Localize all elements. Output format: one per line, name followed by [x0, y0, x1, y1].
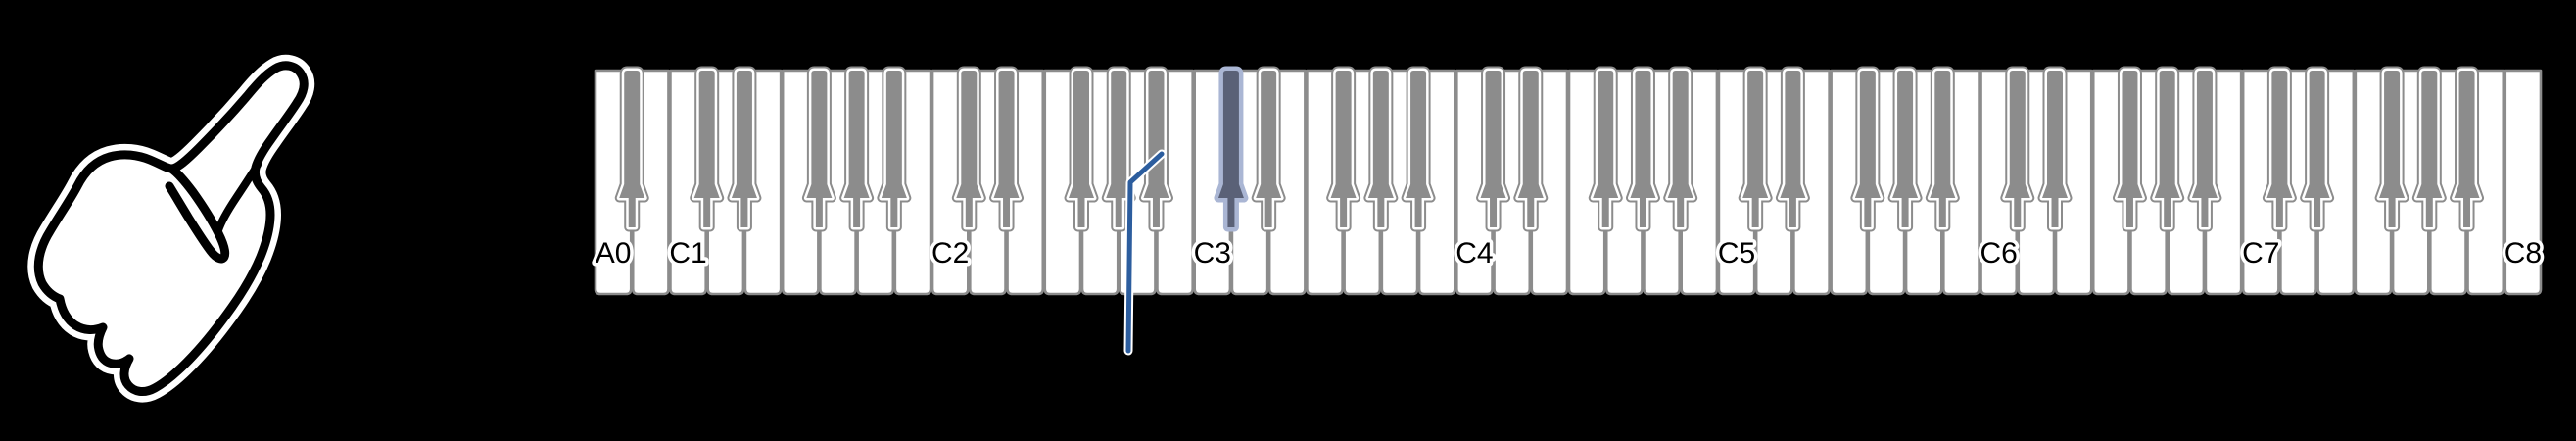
- black-key[interactable]: [1780, 71, 1806, 227]
- black-key[interactable]: [1667, 71, 1693, 227]
- black-key[interactable]: [2154, 71, 2180, 227]
- black-key[interactable]: [2416, 71, 2443, 227]
- black-keys-group: [614, 66, 2485, 232]
- black-key[interactable]: [2042, 71, 2068, 227]
- black-key[interactable]: [2379, 71, 2406, 227]
- octave-label: C8: [2504, 237, 2542, 270]
- black-key[interactable]: [1630, 71, 1656, 227]
- black-key[interactable]: [2004, 71, 2030, 227]
- octave-label: C4: [1455, 237, 1493, 270]
- black-key[interactable]: [993, 71, 1020, 227]
- black-key[interactable]: [1517, 71, 1544, 227]
- pointing-hand-cursor: [0, 0, 353, 441]
- black-key[interactable]: [1106, 71, 1132, 227]
- octave-label-halo: A0: [596, 237, 632, 270]
- black-key[interactable]: [2454, 71, 2480, 227]
- octave-label: C5: [1718, 237, 1755, 270]
- white-key[interactable]: [2504, 69, 2543, 296]
- octave-label-halo: C6: [1980, 237, 2017, 270]
- octave-label-halo: C5: [1718, 237, 1755, 270]
- black-key[interactable]: [843, 71, 870, 227]
- octave-label: C2: [931, 237, 969, 270]
- black-key-highlighted[interactable]: [1217, 71, 1244, 227]
- black-key[interactable]: [2304, 71, 2330, 227]
- black-key[interactable]: [1143, 71, 1169, 227]
- octave-label-halo: C2: [931, 237, 969, 270]
- octave-label: C6: [1980, 237, 2017, 270]
- black-key[interactable]: [1854, 71, 1881, 227]
- black-key[interactable]: [2191, 71, 2218, 227]
- black-key[interactable]: [806, 71, 833, 227]
- octave-label-halo: C3: [1194, 237, 1231, 270]
- octave-label: C3: [1194, 237, 1231, 270]
- black-key[interactable]: [1892, 71, 1919, 227]
- octave-label-halo: C7: [2242, 237, 2279, 270]
- pointer-line-group: [1123, 149, 1167, 356]
- octave-label: C1: [669, 237, 706, 270]
- black-key[interactable]: [619, 71, 645, 227]
- black-key[interactable]: [1930, 71, 1956, 227]
- black-key[interactable]: [1742, 71, 1769, 227]
- black-key[interactable]: [1330, 71, 1357, 227]
- black-key[interactable]: [731, 71, 757, 227]
- pointer-line: [1125, 151, 1165, 354]
- black-key[interactable]: [1256, 71, 1282, 227]
- black-key[interactable]: [2117, 71, 2143, 227]
- black-key[interactable]: [1406, 71, 1432, 227]
- black-key[interactable]: [1593, 71, 1619, 227]
- octave-label: C7: [2242, 237, 2279, 270]
- black-key[interactable]: [956, 71, 982, 227]
- black-key[interactable]: [881, 71, 907, 227]
- black-key[interactable]: [1069, 71, 1094, 227]
- black-key[interactable]: [1367, 71, 1394, 227]
- black-key[interactable]: [2266, 71, 2293, 227]
- black-key[interactable]: [693, 71, 720, 227]
- octave-label-halo: C8: [2504, 237, 2542, 270]
- octave-label-halo: C1: [669, 237, 706, 270]
- octave-label-halo: C4: [1455, 237, 1493, 270]
- black-key[interactable]: [1480, 71, 1506, 227]
- octave-label: A0: [596, 237, 632, 270]
